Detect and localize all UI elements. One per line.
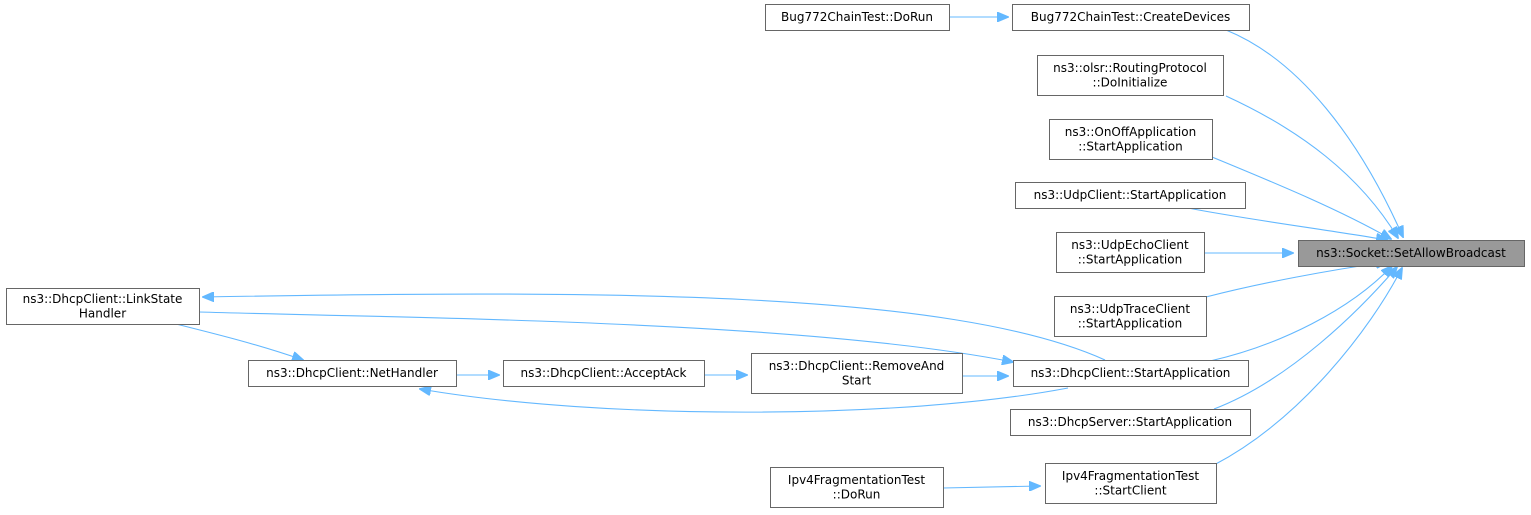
nodes-layer: ns3::Socket::SetAllowBroadcast Bug772Chai… [6,4,1525,508]
node-label-line: ns3::DhcpClient::StartApplication [1031,366,1231,380]
node-label-line: ns3::Socket::SetAllowBroadcast [1316,246,1506,260]
node-set-allow-broadcast[interactable]: ns3::Socket::SetAllowBroadcast [1298,240,1525,267]
node-bug772-create[interactable]: Bug772ChainTest::CreateDevices [1012,4,1250,31]
node-label-line: Ipv4FragmentationTest [788,473,925,487]
node-label-line: ns3::olsr::RoutingProtocol [1053,61,1207,75]
node-label-line: ns3::DhcpClient::RemoveAnd [769,359,945,373]
edge-dhcp_linkstate-to-dhcpclient_start [198,311,1013,362]
node-bug772-dorun[interactable]: Bug772ChainTest::DoRun [765,4,950,31]
node-dhcpserver-start[interactable]: ns3::DhcpServer::StartApplication [1010,409,1251,436]
node-label-line: Bug772ChainTest::CreateDevices [1031,10,1231,24]
node-box [1013,360,1249,387]
node-olsr-doinit[interactable]: ns3::olsr::RoutingProtocol::DoInitialize [1037,55,1224,96]
node-box [1049,119,1213,160]
node-ipv4frag-dorun[interactable]: Ipv4FragmentationTest::DoRun [770,467,944,508]
node-box [1015,182,1246,209]
node-box [248,360,457,387]
node-label-line: ::StartApplication [1078,252,1182,266]
edge-udptrace_start-to-set_allow_broadcast [1205,262,1387,298]
node-label-line: Ipv4FragmentationTest [1062,469,1199,483]
edge-onoff_start-to-set_allow_broadcast [1211,156,1391,239]
node-label-line: ns3::OnOffApplication [1065,125,1196,139]
edge-olsr_doinit-to-set_allow_broadcast [1225,95,1398,238]
node-box [751,353,963,394]
node-box [1037,55,1224,96]
node-dhcp-nethandler[interactable]: ns3::DhcpClient::NetHandler [248,360,457,387]
node-box [1298,240,1525,267]
node-box [1010,409,1251,436]
node-dhcpclient-start[interactable]: ns3::DhcpClient::StartApplication [1013,360,1249,387]
node-label-line: ns3::DhcpServer::StartApplication [1028,415,1232,429]
edge-dhcpclient_start-to-dhcp_linkstate [203,294,1106,361]
node-udptrace-start[interactable]: ns3::UdpTraceClient::StartApplication [1054,296,1207,337]
node-box [1012,4,1250,31]
node-dhcp-acceptack[interactable]: ns3::DhcpClient::AcceptAck [503,360,705,387]
node-label-line: ns3::DhcpClient::NetHandler [266,366,438,380]
node-label-line: ::DoRun [833,487,881,501]
node-udpecho-start[interactable]: ns3::UdpEchoClient::StartApplication [1056,232,1205,273]
edge-dhcp_linkstate-to-dhcp_nethandler [175,323,303,360]
edge-ipv4frag_dorun-to-ipv4frag_startclient [942,486,1040,488]
edge-dhcpclient_start-to-dhcp_nethandler [420,388,1069,413]
edge-udpclient_start-to-set_allow_broadcast [1187,207,1387,240]
node-box [1056,232,1205,273]
node-label-line: ns3::DhcpClient::LinkState [23,292,183,306]
edge-ipv4frag_startclient-to-set_allow_broadcast [1213,268,1402,466]
node-box [1045,463,1217,504]
node-label-line: ::StartApplication [1078,316,1182,330]
node-onoff-start[interactable]: ns3::OnOffApplication::StartApplication [1049,119,1213,160]
node-udpclient-start[interactable]: ns3::UdpClient::StartApplication [1015,182,1246,209]
node-label-line: Handler [79,306,126,320]
node-label-line: ns3::UdpEchoClient [1071,238,1189,252]
node-label-line: ::DoInitialize [1093,75,1168,89]
node-box [6,288,200,325]
edge-dhcpclient_start-to-set_allow_broadcast [1209,266,1392,362]
node-label-line: ns3::UdpClient::StartApplication [1034,188,1227,202]
edge-bug772_create-to-set_allow_broadcast [1225,29,1403,237]
node-label-line: Start [842,373,872,387]
node-box [770,467,944,508]
node-ipv4frag-startclient[interactable]: Ipv4FragmentationTest::StartClient [1045,463,1217,504]
edges-layer [175,17,1403,488]
node-label-line: ::StartClient [1094,483,1166,497]
node-label-line: ::StartApplication [1078,139,1182,153]
node-box [1054,296,1207,337]
edge-dhcpserver_start-to-set_allow_broadcast [1213,267,1397,410]
node-label-line: ns3::UdpTraceClient [1070,302,1190,316]
node-box [503,360,705,387]
node-label-line: ns3::DhcpClient::AcceptAck [521,366,687,380]
node-box [765,4,950,31]
node-label-line: Bug772ChainTest::DoRun [781,10,933,24]
